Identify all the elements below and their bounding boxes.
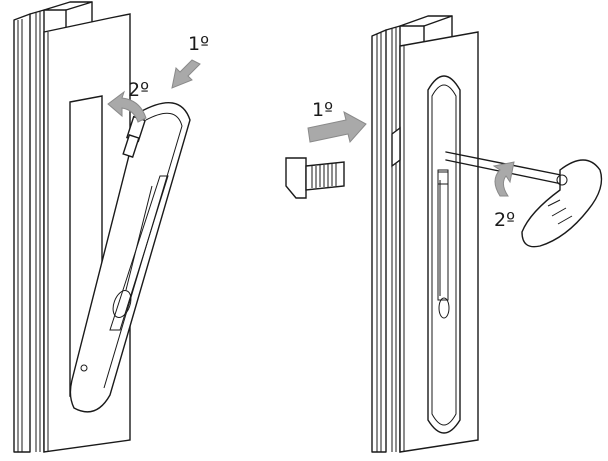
right-side-notch xyxy=(391,126,401,168)
right-step1-label: 1º xyxy=(312,99,333,121)
left-handle xyxy=(69,102,191,413)
right-figure: 1º 2º xyxy=(285,15,603,453)
left-step1-arrow xyxy=(171,59,201,89)
left-step2-label: 2º xyxy=(128,79,149,101)
right-insert-piece xyxy=(285,157,345,199)
left-step1-label: 1º xyxy=(188,33,209,55)
left-figure: 1º 2º xyxy=(13,1,209,453)
right-step2-label: 2º xyxy=(494,209,515,231)
left-step2-arrow xyxy=(107,90,147,123)
right-step2-arrow xyxy=(492,161,515,197)
right-step1-arrow xyxy=(307,111,367,144)
right-handle xyxy=(427,75,461,434)
